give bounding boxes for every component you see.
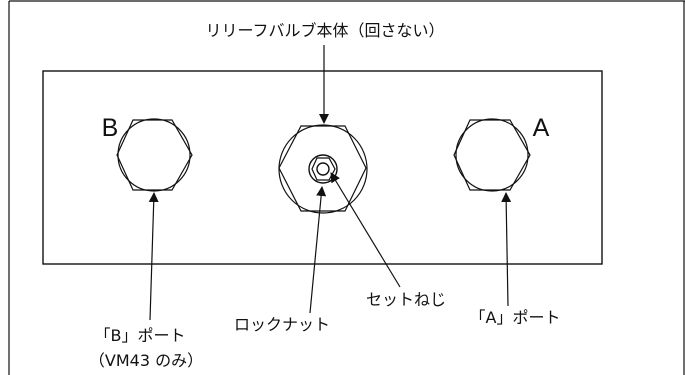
port-b-letter: B (102, 114, 119, 142)
set-screw-leader-line (330, 172, 401, 288)
b-port-leader-line (148, 192, 159, 321)
b-port-note-label: （VM43 のみ） (89, 351, 203, 370)
lock-nut-leader-line (309, 186, 327, 314)
port-a-hex-nut (453, 118, 531, 192)
a-port-leader-line (501, 192, 512, 307)
lock-nut-label: ロックナット (234, 315, 330, 334)
relief-valve-hex-nut (278, 124, 368, 214)
port-b-hex-nut (116, 118, 193, 192)
outer-frame (8, 0, 685, 375)
port-a-letter: A (533, 114, 550, 142)
relief-valve-body-label: リリーフバルブ本体（回さない） (205, 21, 444, 40)
lock-nut-hex (311, 157, 336, 181)
set-screw-label: セットねじ (366, 290, 446, 309)
b-port-label: 「B」ポート (95, 326, 186, 345)
a-port-label: 「A」ポート (470, 308, 561, 327)
set-screw-head (316, 162, 330, 176)
